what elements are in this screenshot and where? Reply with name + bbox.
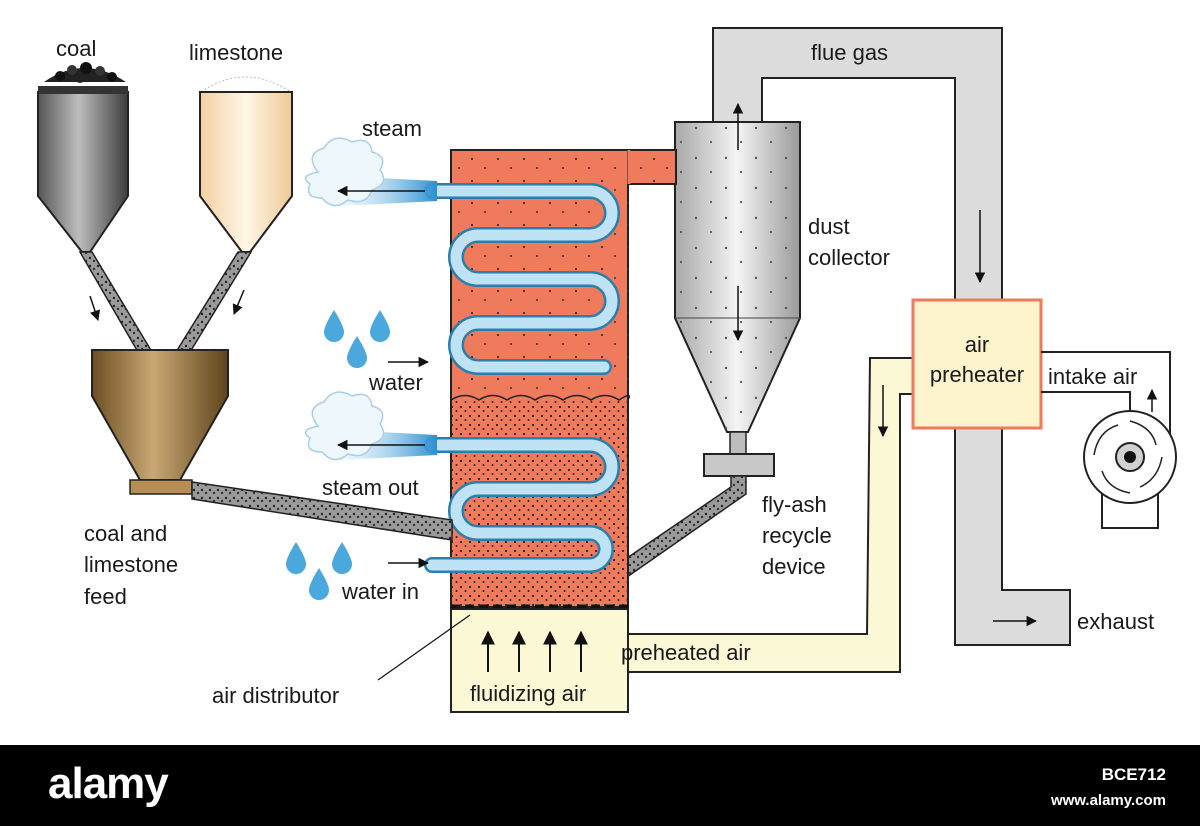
air-preheater-label-2: preheater bbox=[930, 362, 1024, 387]
flue-gas-label: flue gas bbox=[811, 40, 888, 65]
feed-pipe bbox=[191, 481, 453, 541]
feed-label-3: feed bbox=[84, 584, 127, 609]
air-distributor-label: air distributor bbox=[212, 683, 339, 708]
air-preheater-label-1: air bbox=[965, 332, 989, 357]
fly-ash-label-3: device bbox=[762, 554, 826, 579]
air-preheater bbox=[911, 298, 1043, 430]
steam-label: steam bbox=[362, 116, 422, 141]
feed-label-2: limestone bbox=[84, 552, 178, 577]
intake-fan-icon bbox=[1083, 410, 1177, 529]
coal-label: coal bbox=[56, 36, 96, 61]
image-id: BCE712 bbox=[1101, 765, 1166, 784]
water-drops-lower-icon bbox=[286, 542, 352, 600]
water-label: water bbox=[368, 370, 423, 395]
fluidizing-air-arrows bbox=[481, 630, 588, 672]
upper-steam-coil bbox=[424, 183, 620, 375]
fly-ash-recycle-device bbox=[703, 453, 775, 477]
coal-silo bbox=[37, 62, 129, 253]
air-plenum bbox=[450, 608, 629, 713]
feed-label-1: coal and bbox=[84, 521, 167, 546]
limestone-label: limestone bbox=[189, 40, 283, 65]
fluidized-bed-combustion-diagram: air preheater bbox=[37, 27, 1177, 713]
preheated-air-label: preheated air bbox=[621, 640, 751, 665]
steam-out-label: steam out bbox=[322, 475, 419, 500]
alamy-logo: alamy bbox=[48, 759, 169, 808]
water-drops-upper-icon bbox=[324, 310, 390, 368]
dust-collector-label-2: collector bbox=[808, 245, 890, 270]
watermark-footer: alamy BCE712 www.alamy.com bbox=[0, 745, 1200, 826]
lower-steam-coil bbox=[424, 437, 620, 573]
exhaust-label: exhaust bbox=[1077, 609, 1154, 634]
flue-gas-duct bbox=[712, 27, 1071, 646]
dust-collector-label-1: dust bbox=[808, 214, 850, 239]
fly-ash-return-pipe bbox=[626, 475, 747, 579]
intake-air-label: intake air bbox=[1048, 364, 1137, 389]
coal-chute bbox=[78, 251, 154, 353]
feed-hopper bbox=[91, 349, 229, 495]
limestone-silo bbox=[199, 76, 293, 253]
fly-ash-label-1: fly-ash bbox=[762, 492, 827, 517]
water-in-label: water in bbox=[341, 579, 419, 604]
steam-cloud-upper bbox=[304, 137, 437, 207]
fluidizing-air-label: fluidizing air bbox=[470, 681, 586, 706]
site-url: www.alamy.com bbox=[1050, 792, 1166, 809]
fly-ash-label-2: recycle bbox=[762, 523, 832, 548]
steam-cloud-lower bbox=[304, 391, 437, 461]
dust-collector bbox=[674, 102, 801, 455]
